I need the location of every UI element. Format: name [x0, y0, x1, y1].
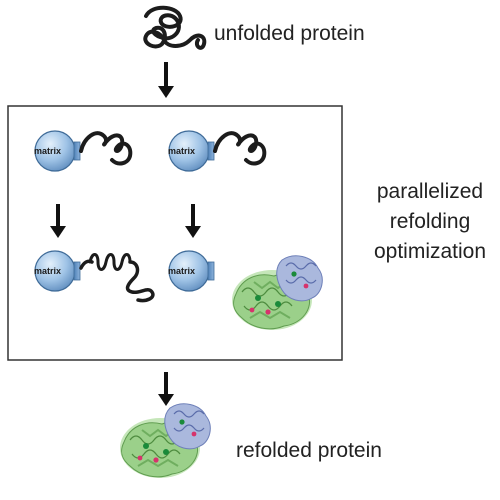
unfolded-chain-icon [79, 131, 133, 166]
down-arrow-icon [158, 372, 174, 406]
process-label-line-2: refolding [389, 210, 471, 233]
process-label-line-3: optimization [373, 240, 487, 263]
partially-folded-chain-icon [79, 253, 155, 303]
process-label: parallelized refolding optimization [355, 177, 500, 267]
matrix-label: matrix [168, 266, 195, 276]
unfolded-chain-icon [213, 131, 267, 166]
process-label-line-1: parallelized [376, 180, 484, 203]
down-arrow-icon [185, 204, 201, 238]
refolded-protein-label: refolded protein [236, 439, 382, 462]
matrix-label: matrix [34, 146, 61, 156]
down-arrow-icon [50, 204, 66, 238]
down-arrow-icon [158, 62, 174, 98]
unfolded-chain-icon [143, 5, 207, 50]
folded-protein-icon [119, 402, 212, 479]
matrix-label: matrix [34, 266, 61, 276]
matrix-label: matrix [168, 146, 195, 156]
unfolded-protein-label: unfolded protein [214, 22, 365, 45]
